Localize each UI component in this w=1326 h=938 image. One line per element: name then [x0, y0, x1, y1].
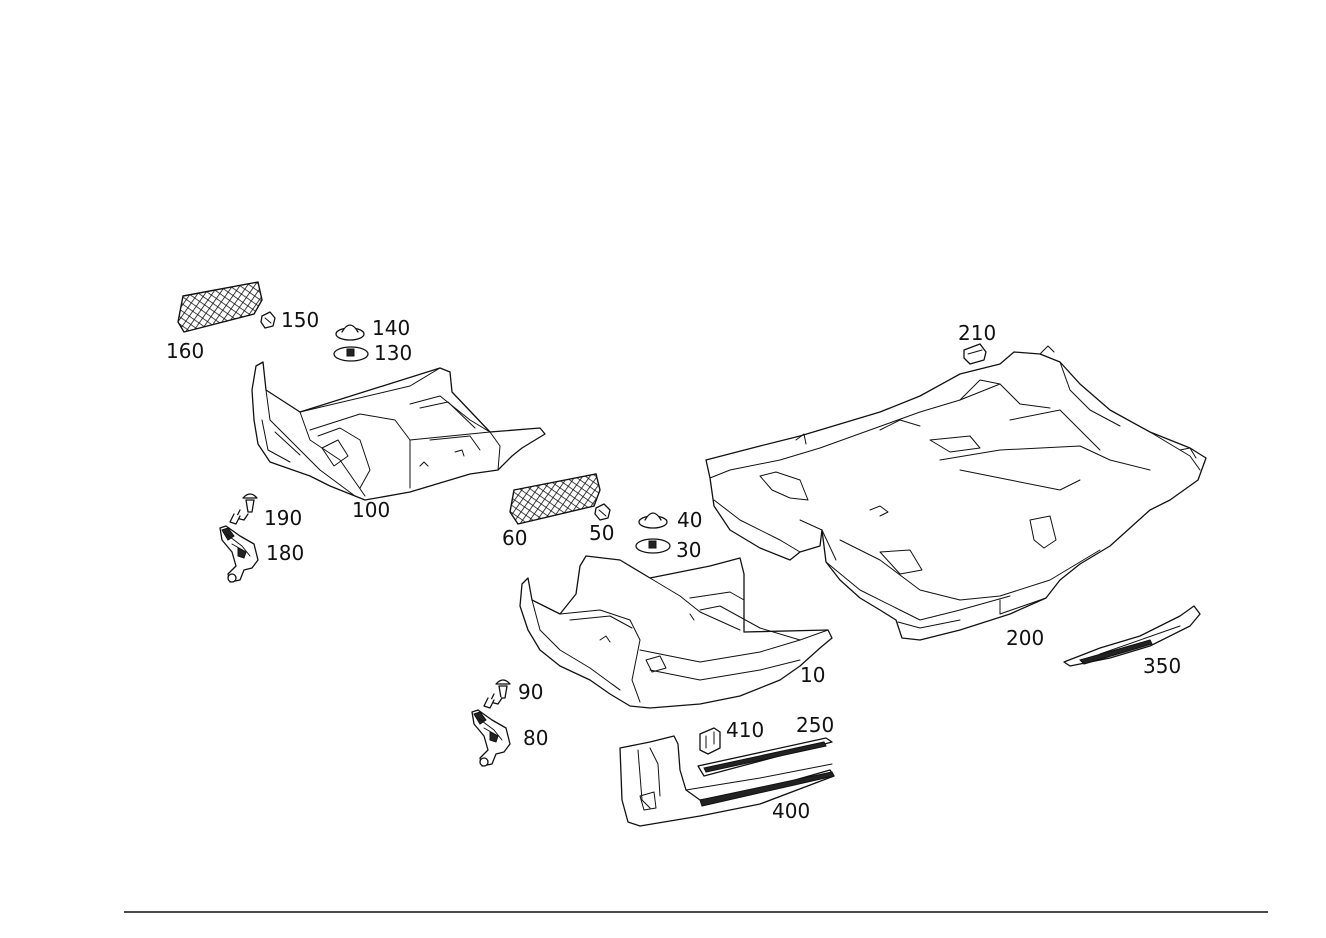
part-80-bracket	[471, 709, 511, 767]
part-60-mesh-panel	[509, 473, 601, 525]
callout-90: 90	[518, 680, 543, 704]
part-410-clip	[699, 727, 721, 755]
part-180-bracket	[219, 525, 259, 583]
callout-50: 50	[589, 521, 614, 545]
callout-200: 200	[1006, 626, 1044, 650]
part-150-clip	[260, 311, 276, 329]
callout-150: 150	[281, 308, 319, 332]
part-50-clip	[594, 503, 611, 521]
part-210-clip	[963, 343, 987, 365]
part-30-washer	[635, 538, 671, 554]
callout-160: 160	[166, 339, 204, 363]
part-400-sill-panel	[619, 735, 835, 827]
part-250-sill-trim	[697, 737, 833, 777]
callout-190: 190	[264, 506, 302, 530]
callout-250: 250	[796, 713, 834, 737]
part-350-trim-strip	[1063, 605, 1201, 667]
callout-60: 60	[502, 526, 527, 550]
part-160-mesh-panel	[177, 281, 263, 333]
callout-400: 400	[772, 799, 810, 823]
callout-410: 410	[726, 718, 764, 742]
part-40-cap	[638, 512, 668, 529]
callout-350: 350	[1143, 654, 1181, 678]
part-200-main-carpet	[705, 345, 1207, 641]
part-130-washer	[333, 346, 369, 362]
callout-80: 80	[523, 726, 548, 750]
callout-210: 210	[958, 321, 996, 345]
part-140-cap	[335, 324, 365, 341]
callout-100: 100	[352, 498, 390, 522]
part-90-push-pin	[483, 679, 511, 709]
callout-180: 180	[266, 541, 304, 565]
callout-140: 140	[372, 316, 410, 340]
callout-40: 40	[677, 508, 702, 532]
callout-30: 30	[676, 538, 701, 562]
part-100-rear-carpet	[251, 361, 546, 501]
part-190-push-pin	[229, 493, 258, 525]
part-10-front-carpet	[519, 555, 833, 709]
callout-130: 130	[374, 341, 412, 365]
callout-10: 10	[800, 663, 825, 687]
